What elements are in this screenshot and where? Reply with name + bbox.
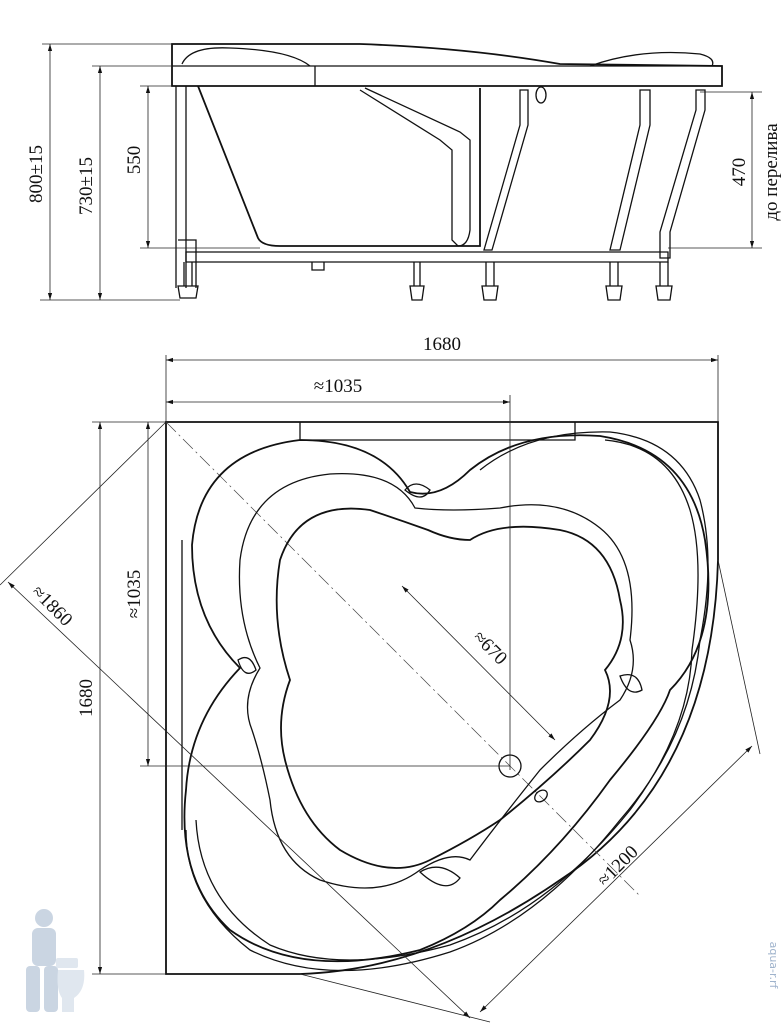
side-bowl-inner [359,87,471,247]
top-view: 1680 ≈1035 1680 ≈1035 ≈1860 ≈670 ≈1200 [0,334,761,1023]
side-strut-1 [483,89,529,251]
side-strut-3 [659,89,706,259]
side-overflow-knob [535,86,547,104]
top-junction-details [237,483,643,887]
top-bowl-outer [183,434,710,963]
side-bowl [197,85,481,247]
dim-label-1680-h: 1680 [423,334,461,355]
top-bowl-outer-3 [195,439,699,961]
dim-label-670: ≈670 [469,627,511,669]
dim-line-1200 [479,745,753,1013]
dim-label-550: 550 [124,146,145,175]
dim-ext-1200-b [717,559,761,755]
top-rim-inner [181,422,576,830]
top-bowl-floor [275,507,624,869]
top-bowl-outer-2 [185,431,709,972]
side-frame-bottom [185,251,669,263]
side-headrest-left [181,47,311,67]
dim-line-670 [401,585,556,741]
side-view: 800±15 730±15 550 470 до перелива [26,43,782,301]
dim-label-730: 730±15 [76,157,97,215]
side-feet [177,262,673,301]
side-extension-lines [40,43,762,301]
dim-label-overflow: до перелива [761,123,782,221]
dim-line-1860 [7,581,471,1019]
plumber-logo-icon [26,909,85,1012]
watermark-site: aqua-r.rf [767,942,780,990]
dim-label-1035-h: ≈1035 [314,376,362,397]
dim-label-1035-v: ≈1035 [124,570,145,618]
dim-label-800: 800±15 [26,145,47,203]
side-strut-2 [609,89,651,251]
side-rim-lip [172,65,722,86]
dim-label-1680-v: 1680 [76,679,97,717]
side-rim-top [171,43,723,87]
dim-label-470: 470 [729,158,750,187]
side-headrest-right [589,51,714,67]
watermark: aqua-r.rf [26,909,780,1012]
dim-ext-1200-a [299,973,491,1023]
